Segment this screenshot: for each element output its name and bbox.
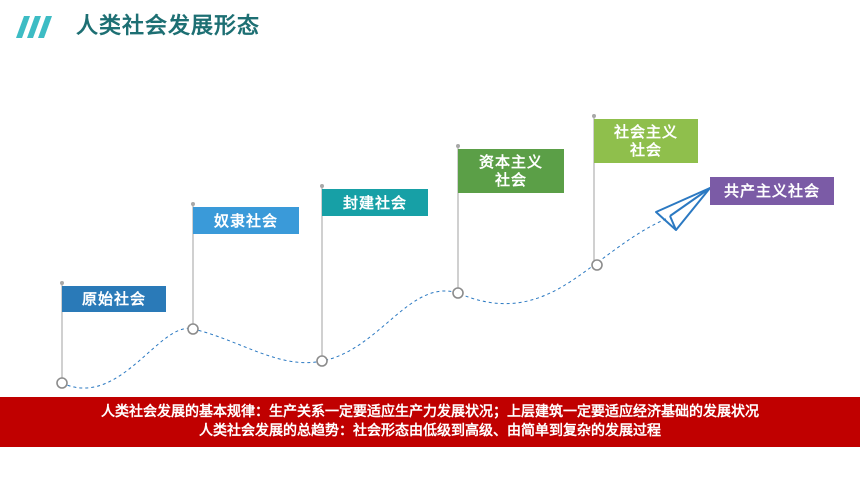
- paper-plane-icon: [655, 187, 711, 231]
- stage-label: 社会主义: [613, 123, 678, 141]
- stage-label: 社会: [629, 141, 662, 159]
- pole-top-2: [191, 202, 195, 206]
- node-4: [452, 287, 464, 299]
- stage-label: 封建社会: [342, 193, 407, 212]
- stage-communist-society: 共产主义社会: [710, 177, 834, 205]
- stage-primitive-society: 原始社会: [62, 286, 166, 312]
- node-3: [316, 355, 328, 367]
- general-trend-text: 人类社会发展的总趋势：社会形态由低级到高级、由简单到复杂的发展过程: [199, 423, 661, 439]
- stage-label: 资本主义: [478, 153, 543, 171]
- page-title: 人类社会发展形态: [76, 14, 261, 39]
- pole-top-3: [320, 184, 324, 188]
- basic-law-text: 人类社会发展的基本规律：生产关系一定要适应生产力发展状况；上层建筑一定要适应经济…: [101, 404, 759, 420]
- pole-top-5: [592, 114, 596, 118]
- pole-top-1: [60, 281, 64, 285]
- summary-banner: 人类社会发展的基本规律：生产关系一定要适应生产力发展状况；上层建筑一定要适应经济…: [0, 397, 860, 447]
- stage-label: 共产主义社会: [723, 182, 820, 200]
- title-stripes-icon: [16, 16, 52, 38]
- stage-feudal-society: 封建社会: [322, 189, 428, 216]
- node-2: [187, 323, 199, 335]
- stage-label: 奴隶社会: [213, 211, 278, 230]
- pole-top-4: [456, 144, 460, 148]
- node-5: [591, 259, 603, 271]
- node-1: [56, 377, 68, 389]
- stage-label: 社会: [494, 171, 527, 189]
- stage-label: 原始社会: [81, 290, 146, 308]
- stage-slave-society: 奴隶社会: [193, 207, 299, 234]
- stage-socialist-society: 社会主义 社会: [594, 119, 698, 163]
- stage-capitalist-society: 资本主义 社会: [458, 149, 564, 193]
